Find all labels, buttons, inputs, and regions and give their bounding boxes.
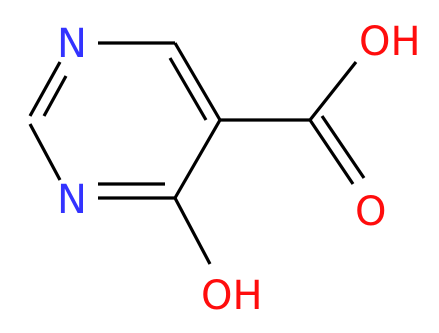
bond-c6-c5	[173, 42, 222, 121]
atom-label-n3: N	[57, 177, 87, 223]
atom-label-oh-carboxyl: OH	[359, 19, 421, 65]
bond-c6-c5-inner	[168, 57, 208, 121]
bond-c4-oh	[173, 197, 212, 265]
bond-n3-c2	[28, 123, 62, 181]
bond-c5-c4	[173, 119, 222, 199]
atom-label-n1: N	[57, 21, 87, 67]
bond-ccarboxyl-o-inner	[320, 115, 366, 179]
atom-label-o-carbonyl: O	[355, 189, 386, 235]
bond-c2-n1	[28, 61, 62, 117]
bond-ccarboxyl-oh	[308, 61, 358, 121]
bond-c2-n1-inner	[42, 75, 68, 117]
bond-ccarboxyl-o-outer	[308, 119, 355, 185]
atom-label-oh-hydroxy: OH	[201, 273, 263, 319]
